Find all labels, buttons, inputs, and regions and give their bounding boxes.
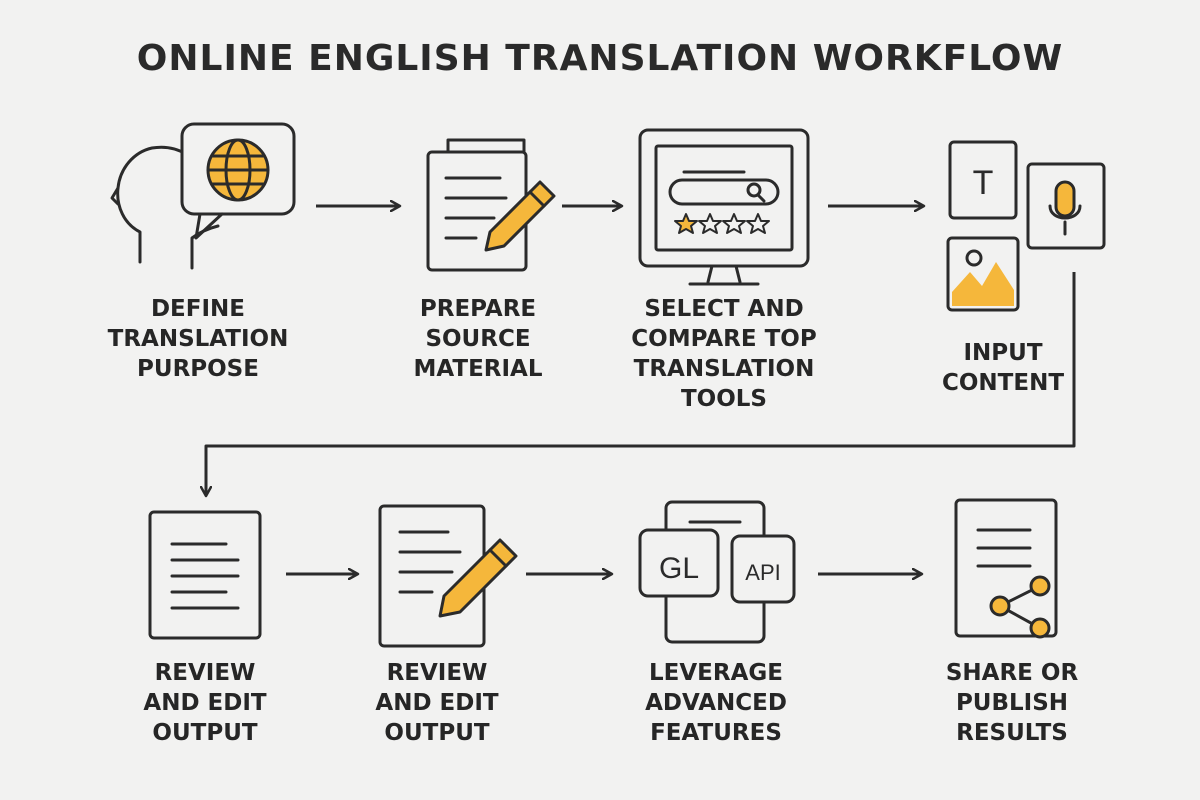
- gl-api-windows-icon: [638, 500, 796, 644]
- step-label-input-content: INPUT CONTENT: [918, 338, 1088, 398]
- label-line: DEFINE: [150, 296, 246, 322]
- document-icon: [148, 510, 262, 640]
- label-line: REVIEW: [386, 660, 488, 686]
- label-line: CONTENT: [941, 370, 1065, 396]
- monitor-search-stars-icon: [638, 128, 810, 286]
- step-label-leverage-features: LEVERAGE ADVANCED FEATURES: [616, 658, 816, 748]
- label-line: COMPARE TOP: [631, 326, 817, 352]
- label-line: RESULTS: [956, 720, 1068, 746]
- step-label-review-edit-1: REVIEW AND EDIT OUTPUT: [110, 658, 300, 748]
- label-line: PUBLISH: [955, 690, 1069, 716]
- document-pencil-icon: [426, 138, 556, 272]
- label-line: TOOLS: [680, 386, 767, 412]
- arrow-4-5: [206, 272, 1076, 496]
- label-line: INPUT: [963, 340, 1043, 366]
- step-label-select-compare: SELECT AND COMPARE TOP TRANSLATION TOOLS: [614, 294, 834, 414]
- label-line: OUTPUT: [152, 720, 258, 746]
- api-glyph: API: [745, 560, 780, 585]
- label-line: SELECT AND: [644, 296, 804, 322]
- label-line: ADVANCED: [645, 690, 787, 716]
- label-line: TRANSLATION: [633, 356, 815, 382]
- step-label-prepare-source: PREPARE SOURCE MATERIAL: [378, 294, 578, 384]
- label-line: LEVERAGE: [649, 660, 783, 686]
- document-pencil-icon: [378, 504, 518, 648]
- text-tile-glyph: T: [973, 164, 994, 202]
- head-globe-speech-icon: [110, 122, 296, 270]
- page-title: ONLINE ENGLISH TRANSLATION WORKFLOW: [136, 38, 1064, 79]
- step-label-share-publish: SHARE OR PUBLISH RESULTS: [912, 658, 1112, 748]
- label-line: OUTPUT: [384, 720, 490, 746]
- label-line: AND EDIT: [143, 690, 267, 716]
- text-image-mic-input-icon: [946, 140, 1106, 312]
- label-line: PURPOSE: [137, 356, 259, 382]
- label-line: MATERIAL: [413, 356, 543, 382]
- label-line: REVIEW: [154, 660, 256, 686]
- label-line: SHARE OR: [945, 660, 1079, 686]
- gl-glyph: GL: [659, 552, 699, 585]
- label-line: AND EDIT: [375, 690, 499, 716]
- step-label-review-edit-2: REVIEW AND EDIT OUTPUT: [342, 658, 532, 748]
- step-label-define-purpose: DEFINE TRANSLATION PURPOSE: [98, 294, 298, 384]
- label-line: TRANSLATION: [107, 326, 289, 352]
- label-line: FEATURES: [650, 720, 782, 746]
- label-line: SOURCE: [425, 326, 531, 352]
- label-line: PREPARE: [419, 296, 537, 322]
- document-share-icon: [954, 498, 1058, 639]
